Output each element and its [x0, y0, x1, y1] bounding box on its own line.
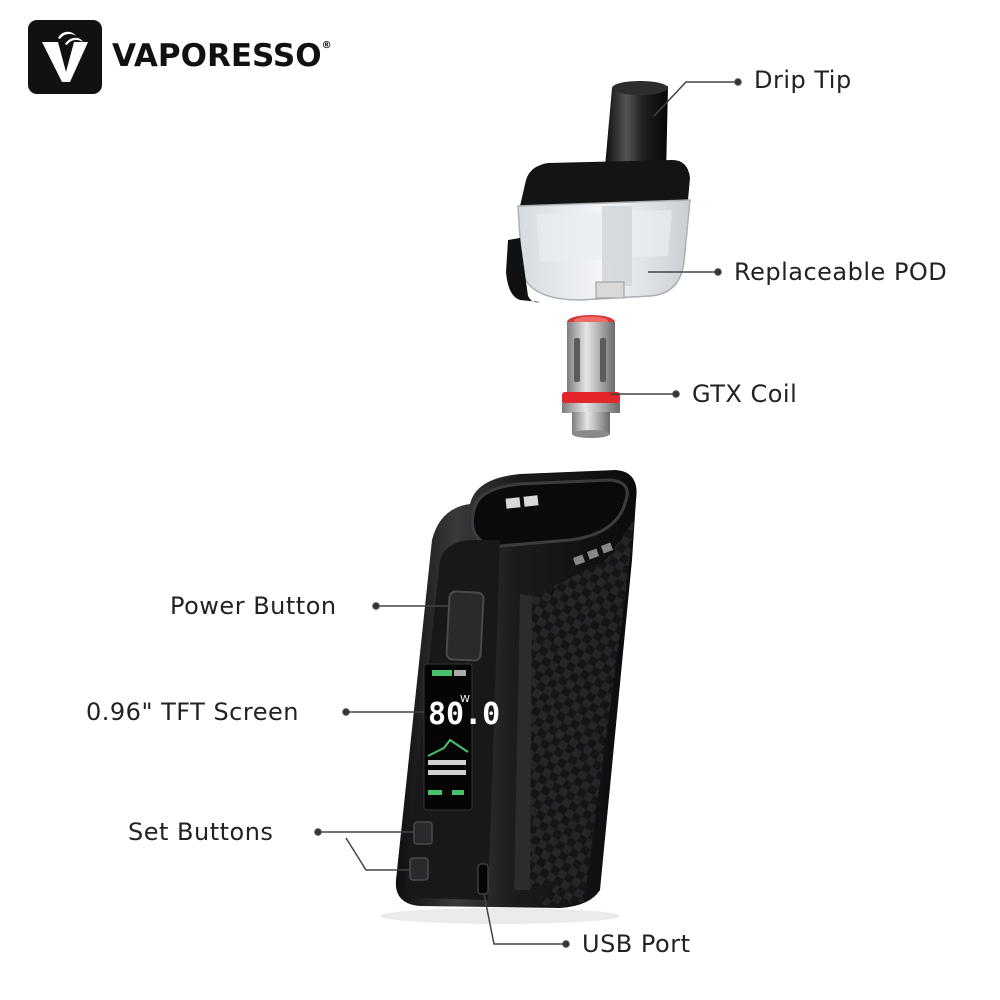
callout-usb-port: USB Port [582, 930, 691, 958]
callout-screen: 0.96" TFT Screen [86, 698, 299, 726]
screen-unit: W [460, 694, 470, 705]
usb-port [477, 863, 489, 895]
logo-box [28, 20, 102, 94]
callout-pod: Replaceable POD [734, 258, 948, 286]
vaporesso-logo-icon [42, 31, 88, 82]
brand-name: VAPORESSO® [112, 38, 332, 74]
tft-screen: 80.0 W [423, 663, 500, 811]
callout-set-buttons: Set Buttons [128, 818, 274, 846]
set-button-down [409, 857, 429, 881]
screen-wattage: 80.0 [428, 697, 500, 732]
gtx-coil [562, 315, 620, 438]
device-body: 80.0 W [380, 470, 637, 924]
callout-lines [314, 78, 742, 948]
callout-drip-tip: Drip Tip [754, 66, 852, 94]
callout-power-button: Power Button [170, 592, 337, 620]
drip-tip [604, 86, 668, 178]
replaceable-pod [506, 81, 691, 303]
callout-coil: GTX Coil [692, 380, 798, 408]
set-button-up [413, 821, 433, 845]
power-button [445, 590, 485, 662]
